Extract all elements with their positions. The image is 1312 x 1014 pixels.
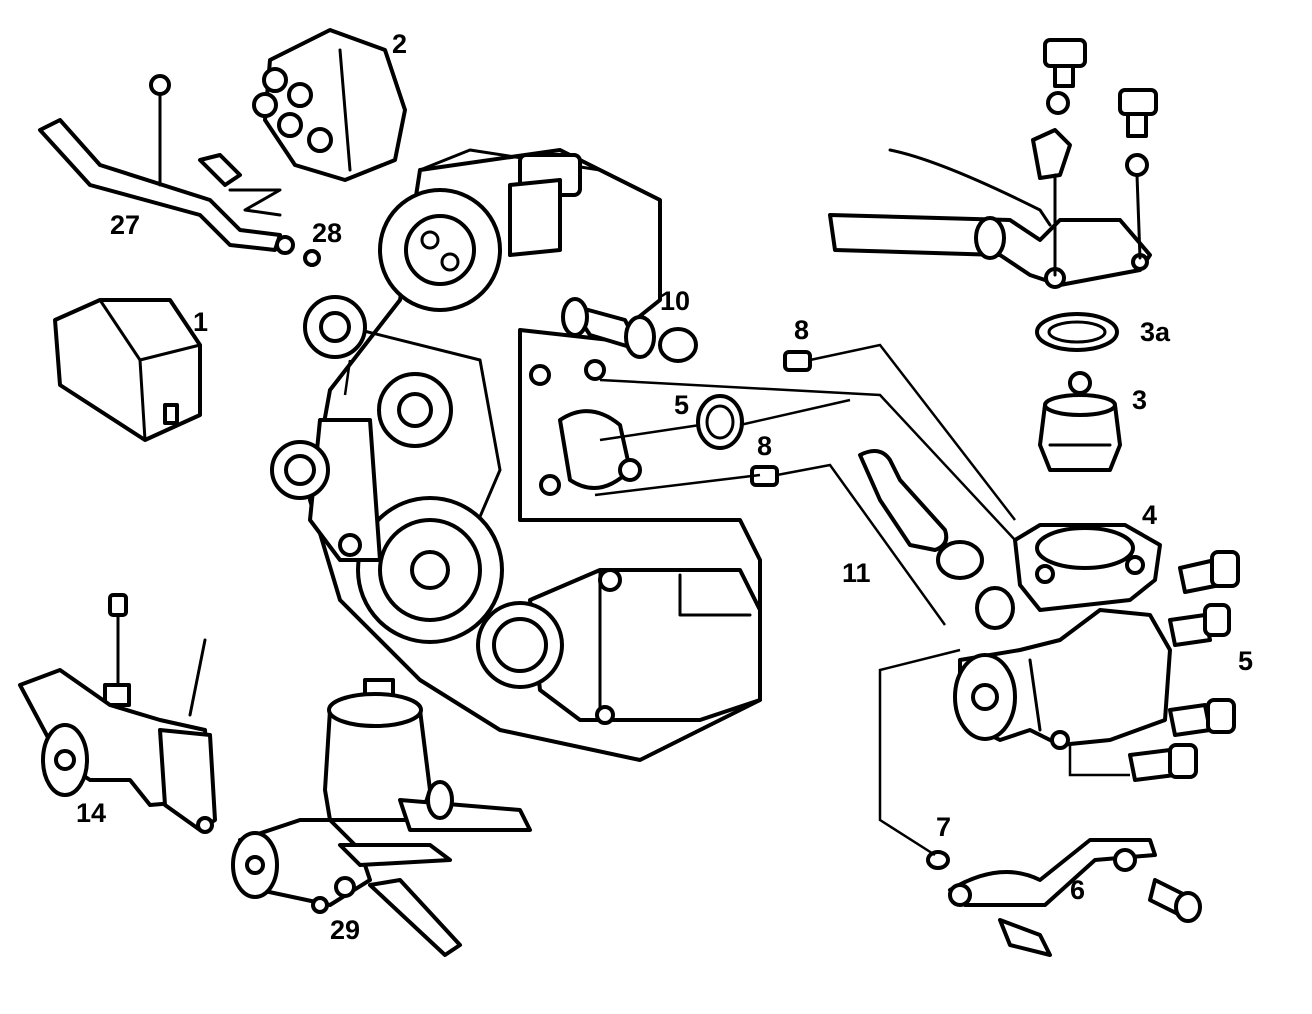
pump-bracket-14 [18,593,217,834]
water-pump-5 [953,603,1236,782]
seal-ring-5 [696,394,744,450]
callout-10: 10 [660,286,690,316]
callout-7: 7 [936,812,951,842]
thermostat-3 [1038,371,1122,472]
coolant-pipe-6 [926,838,1202,957]
callout-8-lower: 8 [757,431,772,461]
callout-14: 14 [76,798,106,828]
callout-6: 6 [1070,875,1085,905]
bracket-line-27 [38,74,321,267]
sleeve-10 [561,297,698,363]
thermostat-cover [828,38,1158,289]
callout-labels: 1 2 3 3a 4 5 5 6 7 8 8 10 11 14 27 28 29 [76,29,1253,945]
callout-3a: 3a [1140,317,1171,347]
leader-lines [343,343,1130,857]
callout-28: 28 [312,218,342,248]
callout-2: 2 [392,29,407,59]
callout-8-upper: 8 [794,315,809,345]
callout-11: 11 [842,558,871,588]
power-steering-pump-29 [231,678,532,957]
callout-29: 29 [330,915,360,945]
seal-ring-3a [1035,312,1119,352]
cover-box-1 [53,298,202,442]
callout-4: 4 [1142,500,1157,530]
thermostat-housing-4 [1013,523,1240,612]
hose-11 [858,449,1015,630]
callout-1: 1 [193,307,208,337]
engine-block [270,148,762,762]
plug-8-upper [783,350,812,372]
callout-5-ring: 5 [674,390,689,420]
callout-5-pump: 5 [1238,646,1253,676]
callout-3: 3 [1132,385,1147,415]
callout-27: 27 [110,210,140,240]
distributor-cap [252,28,407,182]
